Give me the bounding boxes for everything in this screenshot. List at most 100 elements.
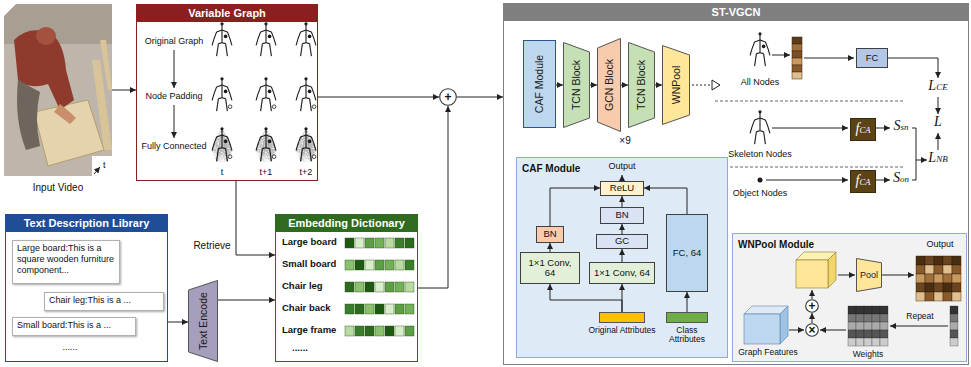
skeleton-bone [306,97,310,99]
text-card: Large board:This is a square wooden furn… [12,240,120,284]
skeleton-bone [270,155,272,161]
skeleton-bone [298,32,301,39]
skeleton-bone [262,97,266,99]
padded-node [312,155,316,159]
skeleton-bone [763,132,765,138]
weight-cell [872,330,880,338]
node-text: WNPool Module [733,236,819,253]
photo-floor [4,4,112,176]
skeleton-bone [266,135,271,137]
embedding-cell [385,304,394,314]
object-node [308,90,312,94]
skeleton-bone [266,85,271,87]
graph-link [311,137,316,151]
graph-link [222,129,223,148]
weight-cell [856,330,864,338]
skeleton-bone [309,44,311,50]
graph-link [217,141,226,161]
output-cell [952,283,961,292]
process-box: 1×1 Conv, 64 [520,252,580,284]
input-attribute: Class Attributes [660,312,714,352]
arrow-line [890,326,948,327]
weight-cell [848,338,856,346]
graph-link [227,137,232,151]
skeleton-bone [750,127,752,133]
text-label: LCE [928,80,947,93]
operator-circle: × [805,323,819,337]
skeleton-bone [226,155,228,161]
skeleton-bone [216,155,218,161]
embedding-cell [365,282,374,292]
tcn-block: TCN Block [563,42,590,128]
graph-link [266,148,271,155]
time-arrow [94,167,100,174]
skeleton-bone [300,50,302,56]
connector [112,90,136,91]
embedding-cell [345,282,354,292]
node-text: Embedding Dictionary [276,215,417,232]
skeleton-bone [261,85,266,87]
video-frame: Input Video [4,4,112,198]
text-label: Weights [853,349,884,360]
text-label: Graph Features [738,347,798,358]
skeleton-bone [759,40,760,53]
skeleton-bone [271,87,274,94]
padded-node [312,105,316,109]
skeleton-bone [269,149,271,155]
graph-link [261,141,270,161]
skeleton-joint [304,22,307,25]
output-cell [925,274,934,283]
text-card: Small board:This is a ... [12,317,136,336]
node-text: × [808,324,815,336]
embedding-cell [355,238,364,248]
skeleton-bone [768,49,770,55]
feature-cell [792,72,802,79]
embedding-cell [405,260,414,270]
skeleton-bone [296,39,298,45]
skeleton-bone [212,39,214,45]
graph-link [258,144,272,161]
skeleton-bone [311,87,314,94]
weight-cell [848,306,856,314]
process-box: GC [596,234,648,249]
embedding-cell [365,326,374,336]
embedding-cell [345,326,354,336]
skeleton-bone [301,85,306,87]
graph-link [256,137,261,151]
graph-link [212,137,227,151]
arrow-line [938,97,939,114]
drawing-layer [733,234,966,361]
output-cell [943,274,952,283]
graph-link [230,144,232,150]
arrow-line [938,133,939,150]
output-cell [916,292,925,301]
node-text: fCA [856,173,871,190]
skeleton-bone [756,130,760,132]
connector [418,106,448,288]
graph-link [261,161,272,162]
skeleton-bone [222,147,226,149]
skeleton-bone [274,94,276,100]
text-label: Small board [282,258,336,269]
skeleton-bone [765,120,768,127]
edge-label: Retrieve [192,240,231,252]
trapezoid-shape [857,259,882,292]
module-panel: CAF ModuleReLUBNBNGC1×1 Conv, 641×1 Conv… [516,157,728,358]
text-label: Original Graph [145,36,204,47]
library-panel: Text Description LibraryLarge board:This… [5,214,168,362]
skeleton-joint [264,22,267,25]
node-text: fCA [856,121,871,138]
embedding-cell [365,304,374,314]
skeleton-bone [227,87,230,94]
skeleton-bone [258,87,261,94]
skeleton-bone [265,135,266,148]
skeleton-bone [309,99,311,105]
skeleton-bone [214,32,217,39]
skeleton-joint [220,77,223,80]
skeleton-bone [266,147,270,149]
connector [236,181,275,255]
output-cell [925,292,934,301]
text-label: Chair back [282,302,331,313]
embedding-cell [375,238,384,248]
connector [590,85,597,86]
